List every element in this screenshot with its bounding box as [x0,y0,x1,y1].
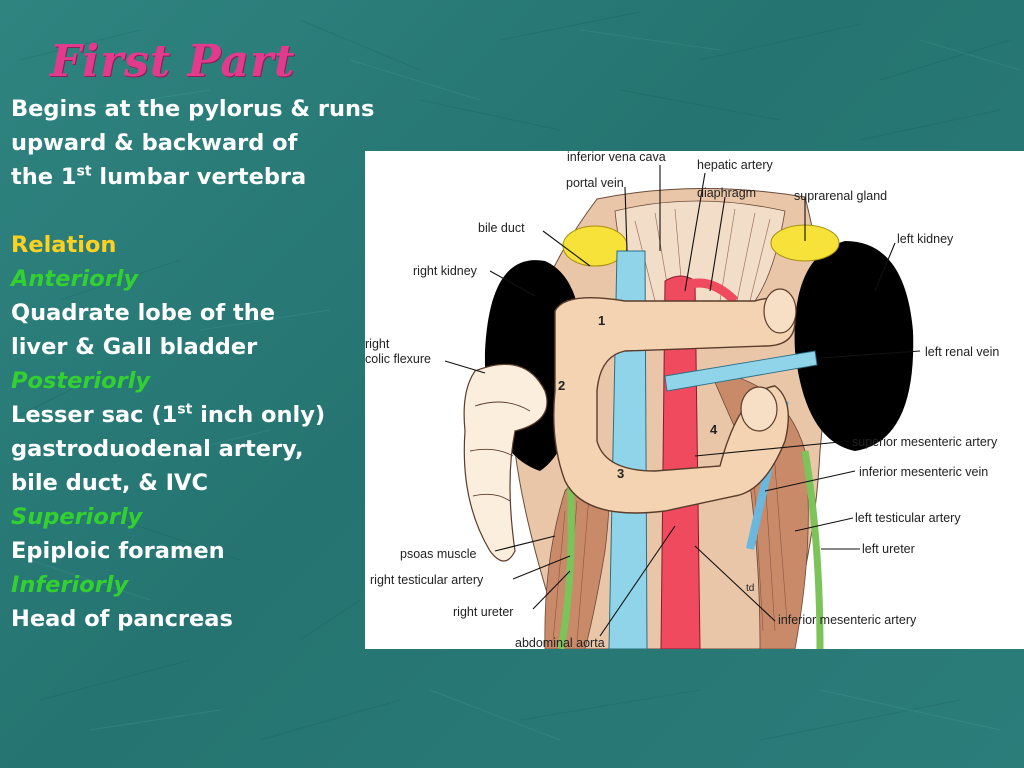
label-left-renal-vein: left renal vein [925,345,999,359]
part-number-1: 1 [598,313,605,328]
right-ureter-vessel [557,470,575,649]
leader-lines [444,165,921,637]
anteriorly-line: Quadrate lobe of the [11,300,276,326]
left-renal-vein-vessel [664,350,818,392]
duodenum-anatomy-figure: 1 2 3 4 [365,151,1024,649]
anatomy-drawing: 1 2 3 4 [365,151,999,649]
superiorly-heading: Superiorly [11,504,143,530]
label-left-kidney: left kidney [897,232,954,246]
superiorly-line: Epiploic foramen [11,538,225,564]
posteriorly-line: Lesser sac (1st inch only) [11,401,326,428]
part-number-3: 3 [617,466,624,481]
anteriorly-line: liver & Gall bladder [11,334,258,360]
inferiorly-heading: Inferiorly [11,572,129,598]
left-kidney-shape [794,241,914,451]
label-td-mark: td [746,583,754,594]
label-hepatic-artery: hepatic artery [697,158,773,172]
label-superior-mesenteric-artery: superior mesenteric artery [852,435,998,449]
label-inferior-mesenteric-artery: inferior mesenteric artery [778,613,917,627]
label-portal-vein: portal vein [566,176,624,190]
left-ureter-vessel [801,450,824,649]
label-bile-duct: bile duct [478,221,525,235]
intro-line: the 1st lumbar vertebra [11,163,307,190]
intro-line: upward & backward of [11,130,298,156]
label-right-colic-flexure: colic flexure [365,352,431,366]
label-right-kidney: right kidney [413,264,478,278]
slide-body: Begins at the pylorus & runs upward & ba… [11,92,375,636]
posteriorly-line: gastroduodenal artery, [11,436,304,462]
label-right-ureter: right ureter [453,605,513,619]
hepatic-artery-vessel [672,278,739,305]
label-suprarenal-gland: suprarenal gland [794,189,887,203]
anteriorly-heading: Anteriorly [11,266,139,292]
label-left-ureter: left ureter [862,542,915,556]
label-right-colic-flexure: right [365,337,390,351]
part-number-2: 2 [558,378,565,393]
right-colic-flexure-shape [463,363,548,562]
label-psoas-muscle: psoas muscle [400,547,476,561]
label-inferior-vena-cava: inferior vena cava [567,151,666,164]
relation-heading: Relation [11,232,117,258]
inferiorly-line: Head of pancreas [11,606,233,632]
label-inferior-mesenteric-vein: inferior mesenteric vein [859,465,988,479]
label-left-testicular-artery: left testicular artery [855,511,961,525]
slide-title: First Part [50,36,296,87]
label-diaphragm: diaphragm [697,186,756,200]
posteriorly-heading: Posteriorly [11,368,151,394]
part-number-4: 4 [710,422,718,437]
posteriorly-line: bile duct, & IVC [11,470,208,496]
abdominal-aorta-vessel [660,275,701,649]
label-abdominal-aorta: abdominal aorta [515,636,605,649]
label-right-testicular-artery: right testicular artery [370,573,484,587]
intro-line: Begins at the pylorus & runs [11,96,375,122]
